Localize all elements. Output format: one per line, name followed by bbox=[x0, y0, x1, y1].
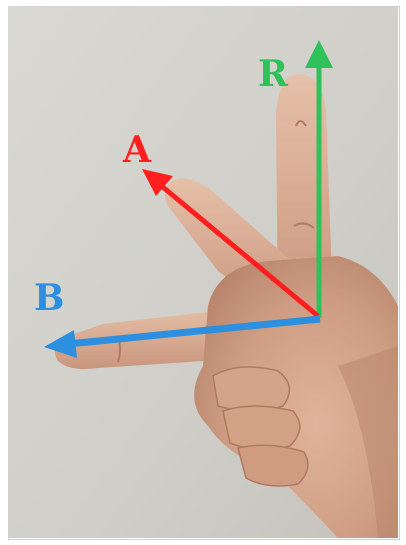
hand-photo: R A B bbox=[8, 6, 398, 538]
vector-b-arrow bbox=[44, 315, 321, 358]
vector-r-label: R bbox=[258, 53, 289, 95]
vector-r-arrow bbox=[305, 40, 333, 318]
vector-a-label: A bbox=[122, 129, 152, 171]
vector-b-label: B bbox=[34, 277, 64, 319]
curled-finger-2 bbox=[222, 405, 301, 451]
curled-finger-3 bbox=[237, 444, 309, 487]
vector-a-arrow bbox=[142, 169, 320, 318]
curled-finger-1 bbox=[212, 366, 291, 412]
